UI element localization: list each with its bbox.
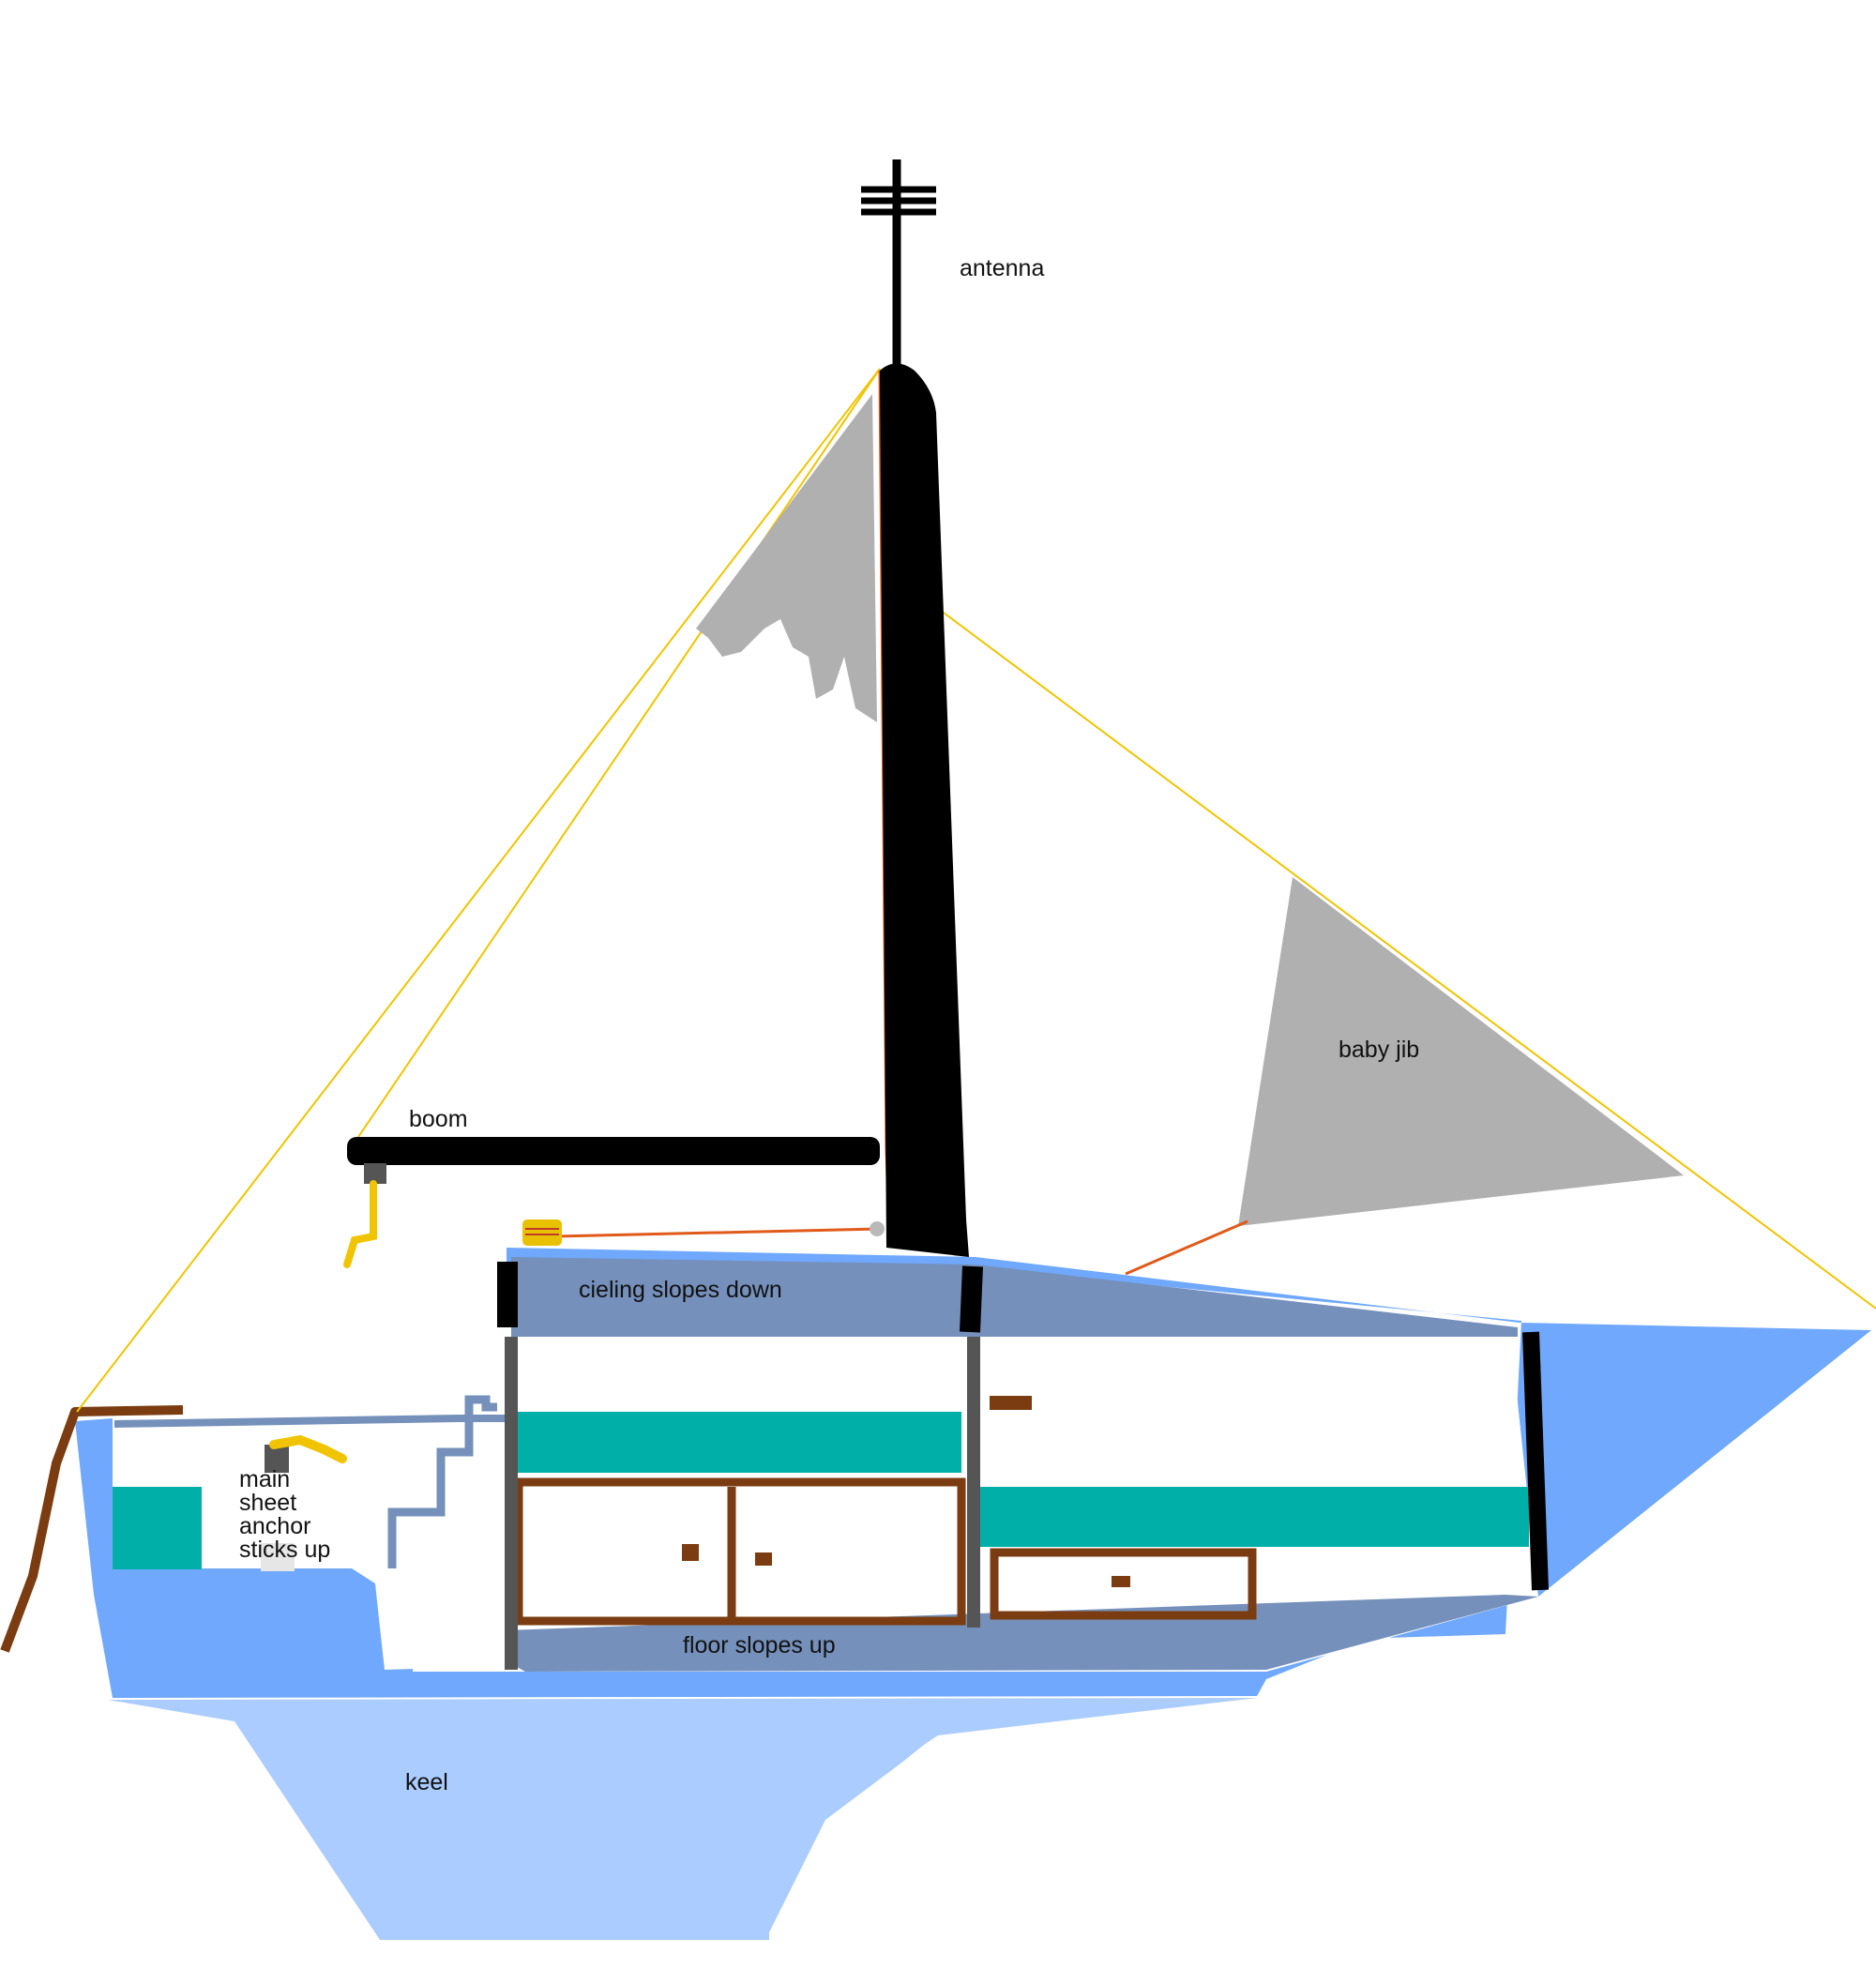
- main-sail: [696, 394, 877, 722]
- mast: [880, 364, 969, 1258]
- bunk-cushion-aft: [516, 1412, 961, 1473]
- gooseneck-fitting: [870, 1221, 885, 1236]
- label-main-sheet-line: sticks up: [239, 1537, 330, 1563]
- drawer-knob: [1112, 1576, 1130, 1587]
- baby-jib-sail: [1238, 877, 1684, 1226]
- label-floor: floor slopes up: [683, 1632, 836, 1658]
- label-antenna: antenna: [960, 255, 1044, 281]
- boom: [347, 1137, 880, 1165]
- main-sheet-line: [555, 1229, 880, 1236]
- label-main-sheet-line: anchor: [239, 1513, 310, 1539]
- label-boom: boom: [409, 1106, 468, 1132]
- cabinet-knob: [755, 1552, 772, 1566]
- backstay-inner: [356, 369, 880, 1140]
- winch: [522, 1219, 562, 1246]
- label-main-sheet-line: sheet: [239, 1490, 296, 1516]
- bunk-cushion-fwd: [980, 1487, 1529, 1547]
- cabin-window-mid: [970, 1266, 973, 1332]
- bulkhead-fwd: [1531, 1332, 1540, 1590]
- label-main-sheet-line: main: [239, 1466, 290, 1492]
- shelf-knob: [990, 1396, 1032, 1410]
- jib-sheet: [1126, 1221, 1248, 1274]
- keel: [108, 1698, 1257, 1940]
- main-sheet-tackle: [347, 1184, 373, 1265]
- label-keel: keel: [405, 1769, 448, 1795]
- cabinet-knob: [682, 1544, 699, 1561]
- label-ceiling: cieling slopes down: [579, 1277, 782, 1303]
- cockpit-seat-cushion: [113, 1487, 202, 1569]
- label-baby-jib: baby jib: [1339, 1037, 1419, 1063]
